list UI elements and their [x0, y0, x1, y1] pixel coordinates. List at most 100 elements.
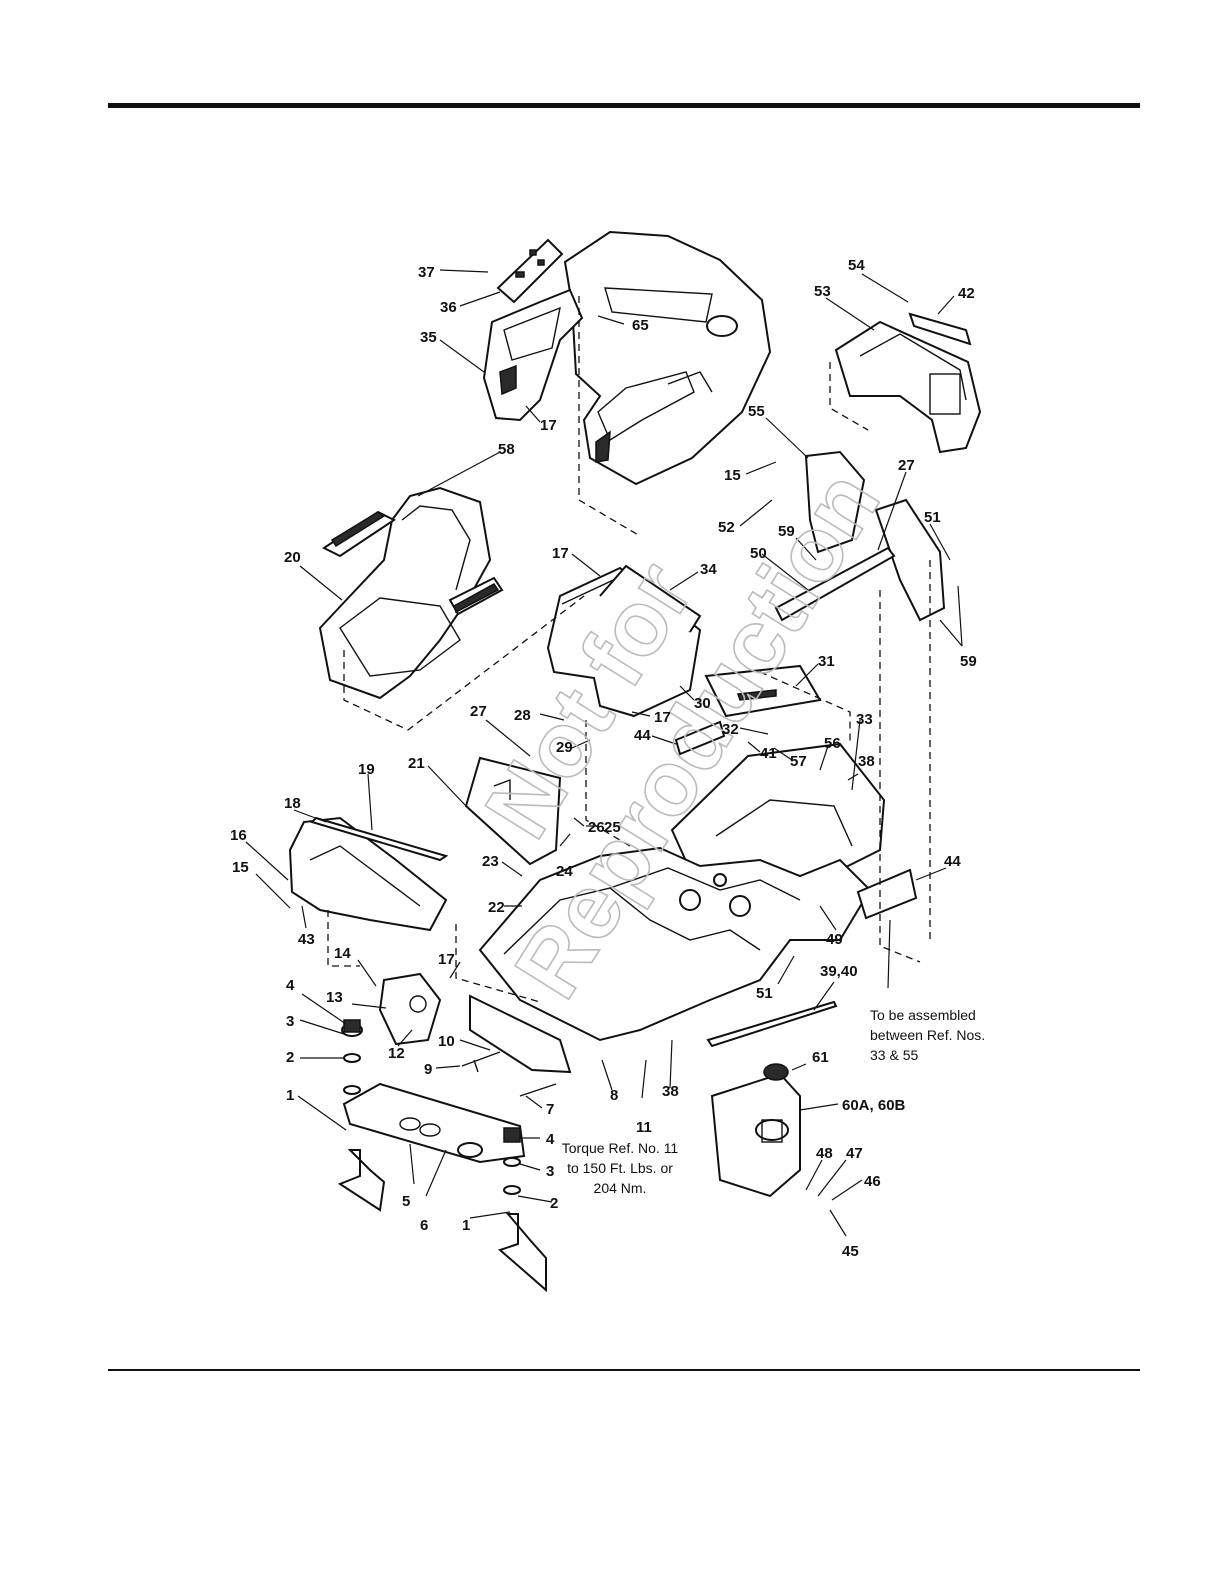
right-bracket	[804, 450, 866, 554]
callout-47: 47	[846, 1145, 863, 1162]
front-axle	[342, 1082, 526, 1164]
leader-lines	[245, 269, 963, 1237]
callout-59-a: 59	[778, 523, 795, 540]
callout-31: 31	[818, 653, 835, 670]
callout-27-a: 27	[898, 457, 915, 474]
callout-17-c: 17	[654, 709, 671, 726]
callout-55: 55	[748, 403, 765, 420]
callout-61: 61	[812, 1049, 829, 1066]
callout-53: 53	[814, 283, 831, 300]
callout-8: 8	[610, 1087, 618, 1104]
callout-37: 37	[418, 264, 435, 281]
callout-20: 20	[284, 549, 301, 566]
callout-46: 46	[864, 1173, 881, 1190]
torque-note-line1: Torque Ref. No. 11	[562, 1140, 679, 1156]
callout-19: 19	[358, 761, 375, 778]
callout-15-a: 15	[724, 467, 741, 484]
callout-51-a: 51	[924, 509, 941, 526]
callout-54: 54	[848, 257, 865, 274]
callout-23: 23	[482, 853, 499, 870]
plate-44-left	[674, 720, 726, 756]
callout-7: 7	[546, 1101, 554, 1118]
callout-2-a: 2	[286, 1049, 294, 1066]
callout-21: 21	[408, 755, 425, 772]
callout-32: 32	[722, 721, 739, 738]
callout-28: 28	[514, 707, 531, 724]
callout-38-b: 38	[662, 1083, 679, 1100]
rod	[774, 546, 896, 622]
callout-4-b: 4	[546, 1131, 555, 1148]
top-rule	[108, 103, 1140, 108]
callout-17-a: 17	[540, 417, 557, 434]
callout-51-b: 51	[756, 985, 773, 1002]
console-body	[563, 230, 772, 486]
drawing-geometry	[288, 230, 982, 1293]
callout-3-a: 3	[286, 1013, 294, 1030]
switch-plate	[496, 238, 564, 304]
callout-4-a: 4	[286, 977, 295, 994]
assembly-note-line3: 33 & 55	[870, 1047, 918, 1063]
right-spindle	[498, 1213, 547, 1293]
hinge-plate	[378, 972, 442, 1046]
callout-29: 29	[556, 739, 573, 756]
rear-cover	[464, 756, 562, 866]
callout-6: 6	[420, 1217, 428, 1234]
callout-39-40: 39,40	[820, 963, 858, 980]
callout-52: 52	[718, 519, 735, 536]
control-panel	[482, 288, 584, 422]
callout-2-b: 2	[550, 1195, 558, 1212]
callout-17-b: 17	[552, 545, 569, 562]
callout-5: 5	[402, 1193, 410, 1210]
callout-45: 45	[842, 1243, 859, 1260]
bottom-rule	[108, 1369, 1140, 1371]
assembly-note-line2: between Ref. Nos.	[870, 1027, 985, 1043]
torque-note: Torque Ref. No. 11 to 150 Ft. Lbs. or 20…	[562, 1140, 679, 1196]
callout-38-a: 38	[858, 753, 875, 770]
assembly-note-line1: To be assembled	[870, 1007, 976, 1023]
assembly-note: To be assembled between Ref. Nos. 33 & 5…	[870, 1007, 985, 1063]
callout-26: 26	[588, 819, 605, 836]
callout-34: 34	[700, 561, 717, 578]
callout-14: 14	[334, 945, 351, 962]
callout-48: 48	[816, 1145, 833, 1162]
callout-42: 42	[958, 285, 975, 302]
strap	[706, 1000, 838, 1048]
callout-1-b: 1	[462, 1217, 470, 1234]
seat	[318, 486, 492, 700]
callout-15-b: 15	[232, 859, 249, 876]
callout-59-b: 59	[960, 653, 977, 670]
seal-strip	[310, 816, 449, 862]
callout-18: 18	[284, 795, 301, 812]
callout-11: 11	[636, 1119, 652, 1136]
callout-57: 57	[790, 753, 807, 770]
callout-1-a: 1	[286, 1087, 294, 1104]
callout-27-b: 27	[470, 703, 487, 720]
left-spindle	[337, 1149, 386, 1212]
callout-10: 10	[438, 1033, 455, 1050]
callout-41: 41	[760, 745, 777, 762]
callout-50: 50	[750, 545, 767, 562]
callout-65: 65	[632, 317, 649, 334]
torque-note-line2: to 150 Ft. Lbs. or	[567, 1160, 673, 1176]
callout-44-a: 44	[634, 727, 651, 744]
callout-49: 49	[826, 931, 843, 948]
callout-56: 56	[824, 735, 841, 752]
callout-36: 36	[440, 299, 457, 316]
torque-note-line3: 204 Nm.	[594, 1180, 647, 1196]
callout-58: 58	[498, 441, 515, 458]
callout-35: 35	[420, 329, 437, 346]
callout-17-d: 17	[438, 951, 455, 968]
callout-33: 33	[856, 711, 873, 728]
callout-43: 43	[298, 931, 315, 948]
callout-3-b: 3	[546, 1163, 554, 1180]
callout-16: 16	[230, 827, 247, 844]
callout-60a-60b: 60A, 60B	[842, 1097, 906, 1114]
callout-44-b: 44	[944, 853, 961, 870]
plate-44-right	[856, 868, 918, 920]
callout-9: 9	[424, 1061, 432, 1078]
callout-25: 25	[604, 819, 621, 836]
callout-labels: 37 36 35 65 17 54 42 53 55 27 15 52 59 5…	[230, 257, 977, 1260]
callout-30: 30	[694, 695, 711, 712]
callout-24: 24	[556, 863, 573, 880]
